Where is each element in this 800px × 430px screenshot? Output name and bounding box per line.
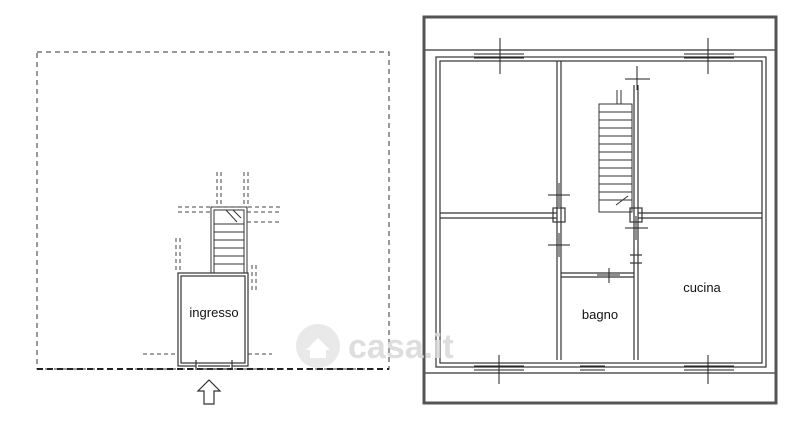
lot-outline [36, 51, 390, 370]
ingresso-walls [177, 272, 249, 370]
door-openings [552, 207, 643, 264]
house-icon [306, 338, 330, 358]
up-arrow-icon [196, 379, 222, 405]
inner-walls [435, 56, 767, 368]
ground-floor-staircase [210, 206, 248, 274]
room-label-cucina: cucina [683, 280, 721, 295]
outer-wall [422, 15, 778, 405]
room-label-bagno: bagno [582, 307, 618, 322]
watermark: casa.it [296, 324, 454, 368]
ground-floor-guides [143, 172, 282, 355]
ground-floor-plan: ingresso [36, 51, 390, 405]
first-floor-plan: bagno cucina [422, 15, 778, 405]
watermark-text: casa.it [348, 328, 454, 366]
window-markers [474, 38, 734, 384]
room-label-ingresso: ingresso [189, 305, 238, 320]
first-floor-staircase [598, 90, 633, 213]
